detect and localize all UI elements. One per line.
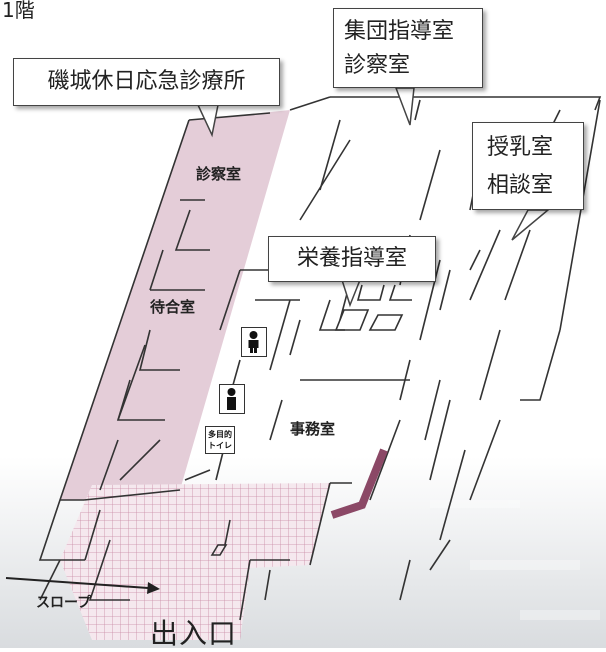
background-ceiling-lights [380, 440, 600, 620]
nutrition-room-label: 栄養指導室 [296, 246, 407, 271]
slope-arrow [5, 577, 160, 594]
group-room-label: 集団指導室 [344, 19, 455, 44]
slope-label: スロープ [36, 595, 92, 611]
callout-group-room: 集団指導室 診察室 [333, 8, 483, 88]
multipurpose-toilet-sign: 多目的 トイレ [205, 426, 235, 454]
callout-tails [196, 87, 551, 308]
toilet-female-icon [241, 327, 267, 357]
consultation-room-label: 相談室 [487, 173, 554, 198]
floor-title: 1階 [2, 0, 35, 22]
toilet-label-line1: 多目的 [208, 430, 232, 439]
callout-nutrition-room: 栄養指導室 [268, 236, 436, 282]
group-exam-room-label: 診察室 [344, 53, 411, 78]
room-waiting: 待合室 [150, 298, 196, 316]
nursing-room-label: 授乳室 [487, 135, 554, 160]
callout-nursing-room: 授乳室 相談室 [472, 122, 584, 210]
toilet-male-icon [219, 384, 245, 414]
clinic-name-label: 磯城休日応急診療所 [47, 69, 246, 94]
accent-wall [330, 448, 388, 519]
toilet-label-line2: トイレ [208, 441, 232, 450]
entrance-label: 出入口 [150, 617, 238, 650]
callout-clinic-name: 磯城休日応急診療所 [13, 58, 280, 106]
room-exam: 診察室 [196, 165, 242, 183]
clinic-area [60, 110, 290, 500]
room-office: 事務室 [290, 420, 336, 438]
